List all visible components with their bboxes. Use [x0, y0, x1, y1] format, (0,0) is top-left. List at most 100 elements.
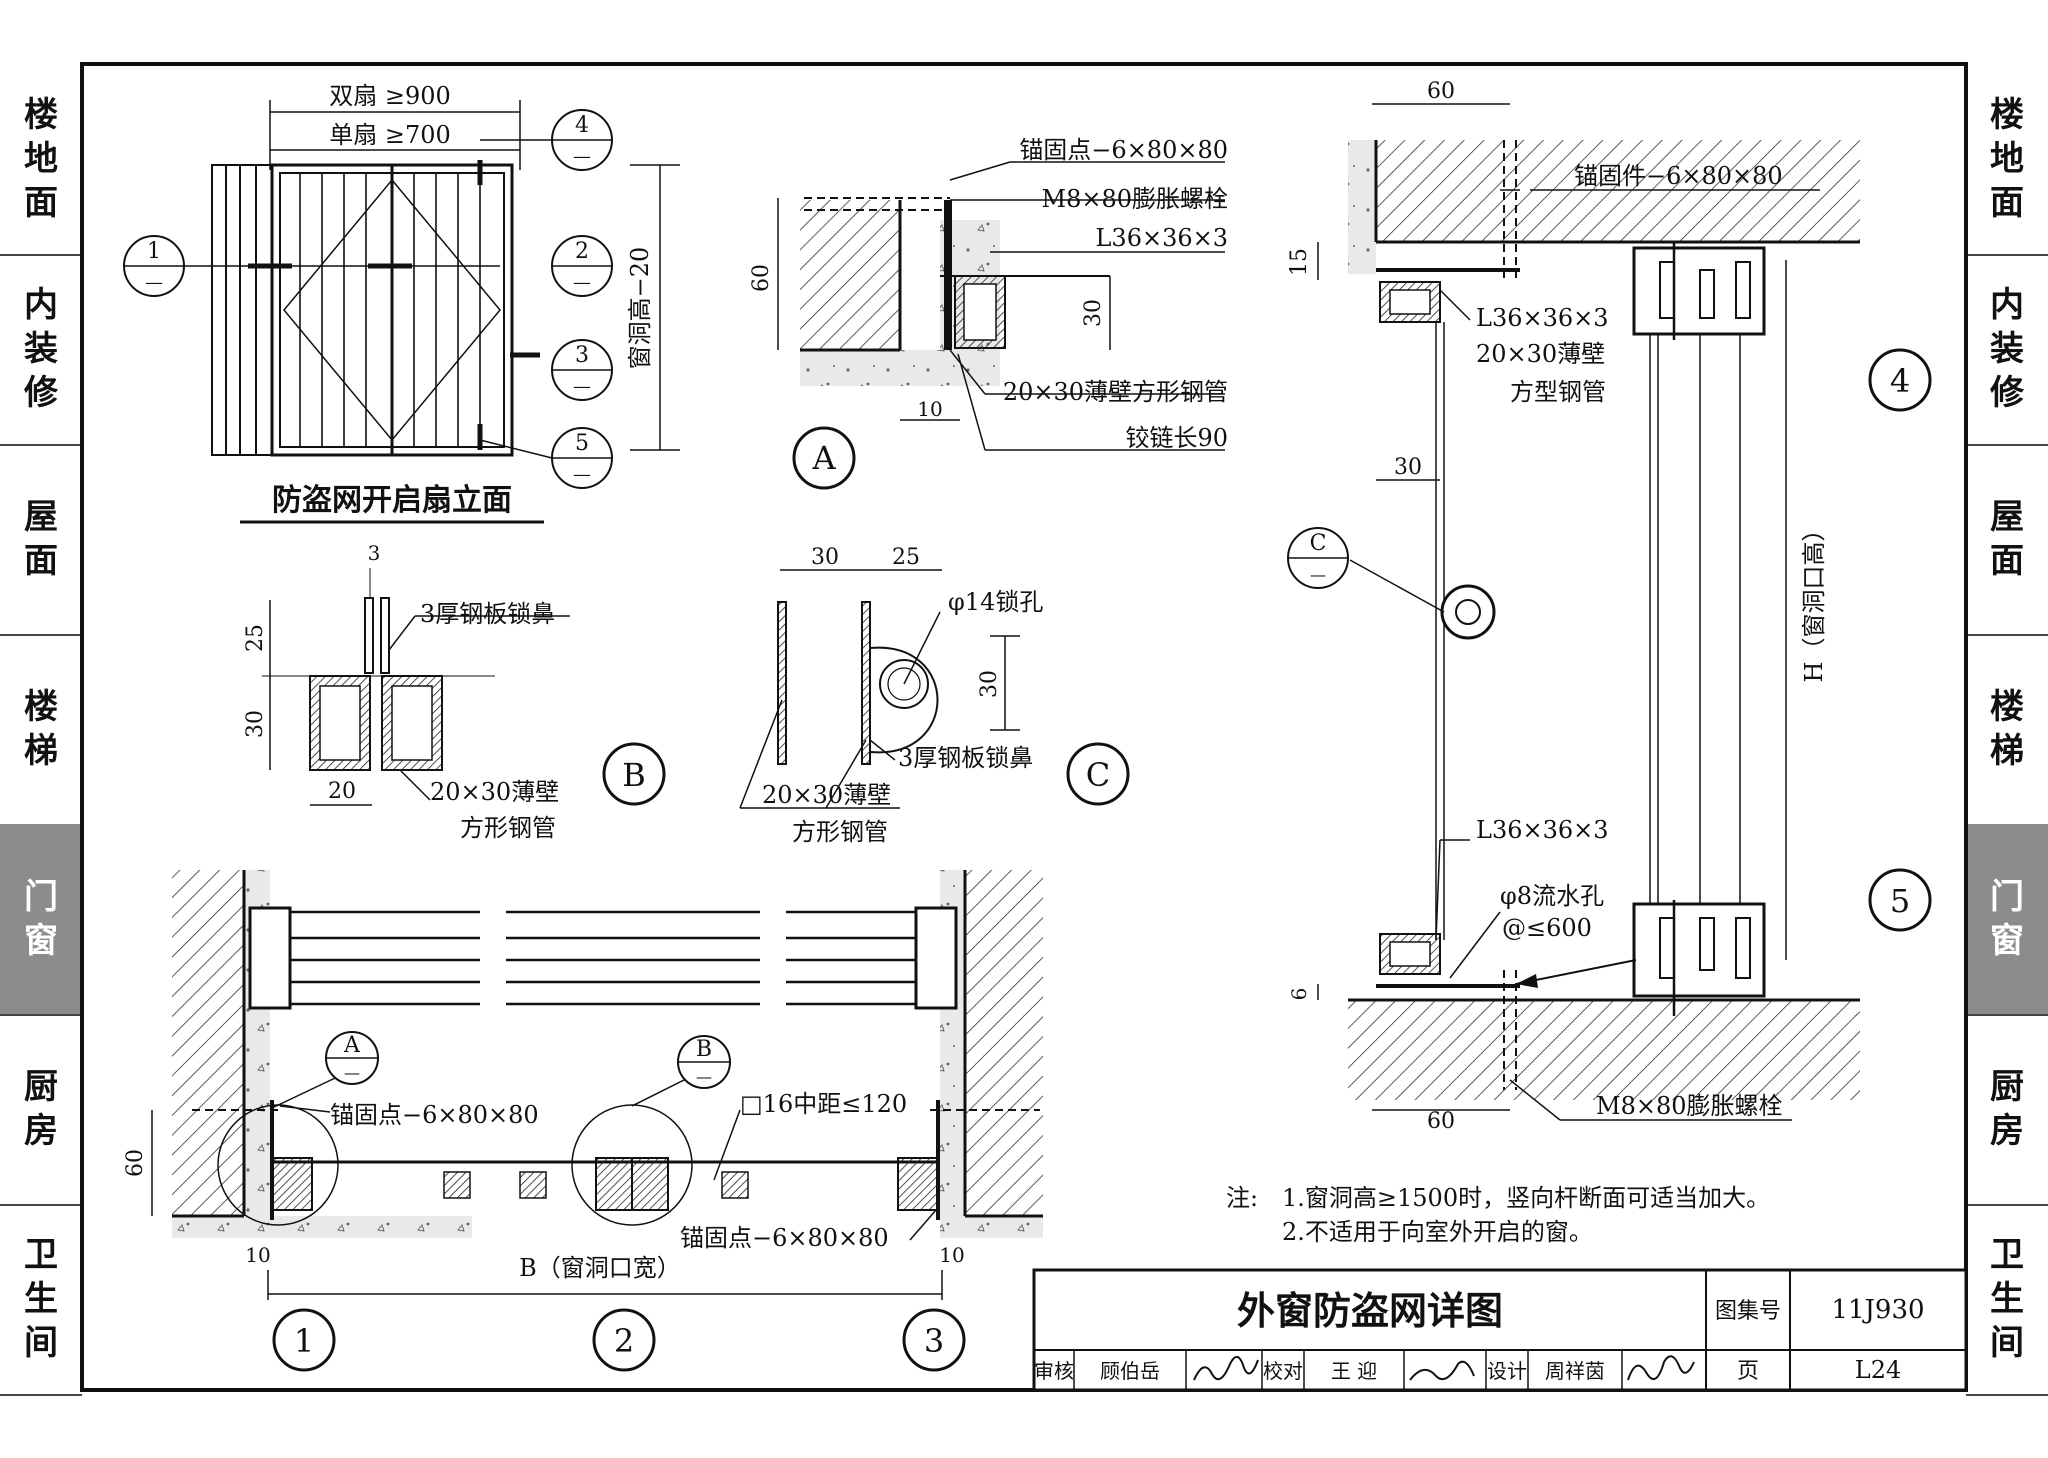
callout-b-ref: B — [631, 1035, 731, 1107]
section-bolt: M8×80膨胀螺栓 [1596, 1092, 1783, 1120]
svg-text:15: 15 [1287, 248, 1312, 276]
svg-text:页: 页 [1737, 1359, 1759, 1384]
notes-prefix: 注: [1226, 1184, 1258, 1212]
detail-b: 25 30 3 20 3厚钢板锁鼻 20×30薄壁 方形钢管 B [243, 541, 666, 842]
dim-double-leaf: 双扇 ≥900 [329, 82, 451, 110]
svg-text:—: — [344, 1063, 360, 1082]
svg-text:30: 30 [1394, 455, 1422, 480]
marker-5: 5 — [479, 427, 613, 489]
marker-4: 4 — [480, 109, 613, 171]
svg-text:3: 3 [924, 1322, 944, 1360]
detail-c-plate: 3厚钢板锁鼻 [898, 744, 1033, 772]
detail-a: 锚固点−6×80×80 M8×80膨胀螺栓 L36×36×3 20×30薄壁方形… [749, 136, 1229, 490]
svg-text:A: A [343, 1033, 361, 1058]
detail-b-mark [602, 742, 666, 806]
section-angle-top: L36×36×3 [1476, 304, 1609, 332]
callout-a-ref: A — [271, 1031, 379, 1109]
section-tube-2: 方型钢管 [1510, 378, 1606, 406]
detail-c-tube-1: 20×30薄壁 [762, 781, 891, 809]
svg-text:5: 5 [1890, 882, 1910, 920]
side-tab-6[interactable]: 厨房 [0, 1014, 82, 1206]
marker-2: 2 — [551, 235, 613, 297]
svg-text:4: 4 [1890, 362, 1910, 400]
svg-text:20: 20 [328, 779, 356, 804]
detail-c-tube-2: 方形钢管 [792, 818, 888, 846]
svg-text:—: — [573, 464, 591, 485]
side-tab-2[interactable]: 内装修 [1966, 254, 2048, 446]
detail-a-hinge: 铰链长90 [1125, 424, 1228, 452]
svg-text:—: — [696, 1067, 712, 1086]
elevation-title: 防盗网开启扇立面 [272, 483, 512, 518]
axis-markers: 1 2 3 [272, 1308, 966, 1372]
svg-text:25: 25 [892, 545, 920, 570]
side-tab-5[interactable]: 门窗 [1966, 824, 2048, 1016]
svg-text:10: 10 [917, 397, 942, 421]
side-tab-4[interactable]: 楼梯 [1966, 634, 2048, 826]
detail-b-plate: 3厚钢板锁鼻 [420, 600, 555, 628]
atlas-label: 图集号 [1715, 1299, 1781, 1324]
svg-text:顾伯岳: 顾伯岳 [1100, 1359, 1160, 1383]
section-anchor: 锚固件−6×80×80 [1574, 162, 1783, 190]
plan-width: B（窗洞口宽） [519, 1254, 681, 1282]
side-tab-6[interactable]: 厨房 [1966, 1014, 2048, 1206]
svg-text:A: A [811, 439, 836, 477]
side-tab-7[interactable]: 卫生间 [0, 1204, 82, 1396]
section-view: 60 H（窗洞口高） 15 锚固件−6×80×80 L36×36×3 20×30… [1287, 79, 1932, 1134]
detail-c: 30 25 30 φ14锁孔 3厚钢板锁鼻 20×30薄壁 方形钢管 C [739, 545, 1130, 846]
side-tab-7[interactable]: 卫生间 [1966, 1204, 2048, 1396]
checker-signature [1409, 1360, 1475, 1381]
svg-text:60: 60 [749, 264, 774, 292]
detail-a-angle: L36×36×3 [1095, 224, 1228, 252]
svg-text:30: 30 [1081, 299, 1106, 327]
sheet-title: 外窗防盗网详图 [1237, 1288, 1503, 1333]
dim-single-leaf: 单扇 ≥700 [329, 121, 451, 149]
side-tab-4[interactable]: 楼梯 [0, 634, 82, 826]
plan-anchor-left: 锚固点−6×80×80 [330, 1101, 539, 1129]
svg-text:1: 1 [147, 239, 161, 264]
title-block: 外窗防盗网详图 图集号 11J930 审核 顾伯岳 校对 王 迎 设计 周祥茵 … [1032, 1268, 1968, 1392]
svg-text:王 迎: 王 迎 [1331, 1359, 1377, 1383]
svg-text:—: — [573, 376, 591, 397]
section-angle-bottom: L36×36×3 [1476, 816, 1609, 844]
designer-signature [1627, 1355, 1695, 1381]
dim-window-height: 窗洞高−20 [626, 247, 654, 370]
marker-3: 3 — [551, 339, 613, 401]
svg-text:60: 60 [1427, 1109, 1455, 1134]
note-1: 1.窗洞高≥1500时，竖向杆断面可适当加大。 [1282, 1184, 1770, 1212]
side-tab-1[interactable]: 楼地面 [0, 64, 82, 256]
detail-a-mark [792, 426, 856, 490]
side-tab-3[interactable]: 屋面 [0, 444, 82, 636]
svg-text:2: 2 [614, 1322, 634, 1360]
plan-view: 锚固点−6×80×80 □16中距≤120 锚固点−6×80×80 60 10 … [123, 870, 1043, 1372]
drawing-frame [80, 62, 1968, 1392]
svg-text:—: — [145, 272, 163, 293]
svg-text:—: — [573, 146, 591, 167]
side-tab-5[interactable]: 门窗 [0, 824, 82, 1016]
plan-grille-bar: □16中距≤120 [740, 1090, 907, 1118]
detail-a-bolt: M8×80膨胀螺栓 [1042, 185, 1229, 213]
side-tab-2[interactable]: 内装修 [0, 254, 82, 446]
section-mark-4 [1868, 348, 1932, 412]
svg-text:10: 10 [939, 1243, 964, 1267]
svg-text:30: 30 [811, 545, 839, 570]
section-height: H（窗洞口高） [1800, 518, 1828, 683]
elevation-view: 双扇 ≥900 单扇 ≥700 防盗网开启扇立面 [123, 82, 680, 524]
detail-c-mark [1066, 742, 1130, 806]
svg-text:校对: 校对 [1263, 1359, 1303, 1383]
svg-text:B: B [696, 1037, 712, 1062]
svg-text:B: B [622, 756, 646, 794]
notes: 注: 1.窗洞高≥1500时，竖向杆断面可适当加大。 2.不适用于向室外开启的窗… [1226, 1184, 1770, 1246]
svg-text:10: 10 [245, 1243, 270, 1267]
side-tab-3[interactable]: 屋面 [1966, 444, 2048, 636]
svg-text:—: — [573, 272, 591, 293]
detail-a-anchor: 锚固点−6×80×80 [1019, 136, 1228, 164]
page-number: L24 [1855, 1356, 1901, 1384]
svg-text:4: 4 [575, 113, 589, 138]
callout-c-ref: C — [1287, 527, 1445, 613]
svg-text:2: 2 [575, 239, 589, 264]
detail-b-tube-2: 方形钢管 [460, 814, 556, 842]
section-tube-1: 20×30薄壁 [1476, 340, 1605, 368]
side-tab-1[interactable]: 楼地面 [1966, 64, 2048, 256]
section-drain-2: @≤600 [1502, 914, 1592, 942]
